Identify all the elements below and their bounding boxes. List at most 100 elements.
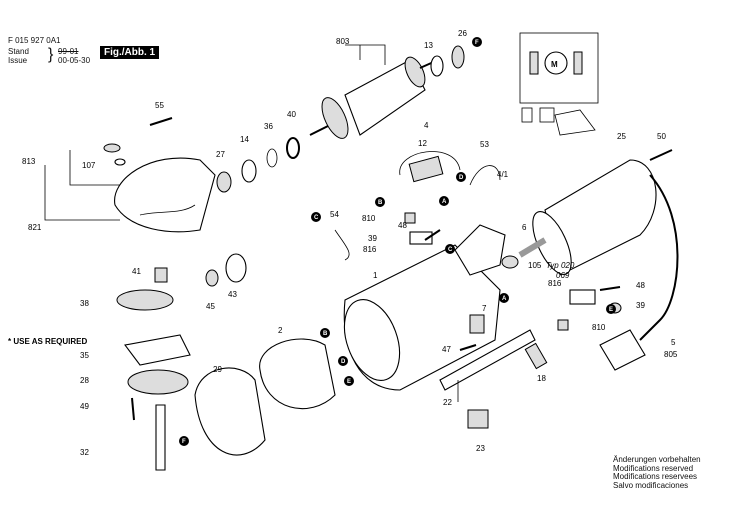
- spindle-32: [155, 404, 166, 471]
- gasket-35: [124, 334, 191, 366]
- part-label: 39: [636, 301, 645, 310]
- part-label: 069: [556, 271, 570, 280]
- note-line: Salvo modificaciones: [613, 480, 689, 490]
- stand-label: Stand: [8, 47, 29, 56]
- part-label: 26: [458, 29, 467, 38]
- part-label: 107: [82, 161, 96, 170]
- part-label: 47: [442, 345, 451, 354]
- part-label: 40: [287, 110, 296, 119]
- part-label: 28: [80, 376, 89, 385]
- part-label: 810: [592, 323, 606, 332]
- part-label: 803: [336, 37, 350, 46]
- connector-marker: F: [475, 40, 479, 46]
- bracket-816-a: [409, 231, 433, 245]
- connector-marker: C: [448, 247, 453, 253]
- part-label: 54: [330, 210, 339, 219]
- part-label: 810: [362, 214, 376, 223]
- part-label: 805: [664, 350, 678, 359]
- connector-marker: E: [609, 307, 613, 313]
- connector-markers: F B C D A C B D E F A E: [179, 37, 616, 446]
- screw-48-b: [599, 286, 621, 291]
- part-label: 813: [22, 157, 36, 166]
- switch-rod-22: [439, 329, 536, 391]
- handle-housing-25: [544, 159, 657, 276]
- bearing-27: [216, 171, 232, 193]
- issue-label: Issue: [8, 56, 28, 65]
- part-label: 29: [213, 365, 222, 374]
- issue-date: 00-05-30: [58, 56, 91, 65]
- figure-label: Fig./Abb. 1: [100, 46, 160, 59]
- part-label: 35: [80, 351, 89, 360]
- part-label: 4/1: [497, 170, 509, 179]
- part-label: 50: [657, 132, 666, 141]
- flange-28: [127, 369, 189, 395]
- part-label: 38: [80, 299, 89, 308]
- part-label: 6: [522, 223, 527, 232]
- cord-805: [639, 174, 679, 341]
- connector-marker: C: [314, 215, 319, 221]
- brush-holder-816-b: [569, 289, 596, 305]
- part-label: 27: [216, 150, 225, 159]
- part-label: 25: [617, 132, 626, 141]
- guard-29: [194, 367, 266, 456]
- part-label: 816: [548, 279, 562, 288]
- note-line: Änderungen vorbehalten: [613, 455, 701, 464]
- part-label: 1: [373, 271, 378, 280]
- cable-guard-6: [518, 237, 547, 258]
- armature: [309, 44, 439, 139]
- part-label: 39: [368, 234, 377, 243]
- part-7: [469, 314, 485, 334]
- nut-41: [154, 267, 168, 283]
- part-label: 49: [80, 402, 89, 411]
- part-label: 45: [206, 302, 215, 311]
- stator-2: [259, 338, 336, 410]
- part-label: 13: [424, 41, 433, 50]
- connector-marker: F: [182, 439, 186, 445]
- part-label: 821: [28, 223, 42, 232]
- bevel-gear-38: [116, 289, 174, 311]
- part-label: 32: [80, 448, 89, 457]
- button-813: [103, 143, 121, 153]
- part-label: 53: [480, 140, 489, 149]
- part-label: 48: [398, 221, 407, 230]
- part-810-a: [404, 212, 416, 224]
- brush-810-b: [557, 319, 569, 331]
- part-label: 36: [264, 122, 273, 131]
- part-label: 14: [240, 135, 249, 144]
- motor-schematic: M: [519, 32, 599, 136]
- connector-marker: B: [323, 331, 328, 337]
- part-label: 105: [528, 261, 542, 270]
- connector-marker: B: [378, 200, 383, 206]
- pinion-43: [225, 253, 247, 283]
- part-label: 12: [418, 139, 427, 148]
- screw-47: [459, 344, 477, 351]
- screw-50: [649, 149, 673, 161]
- bearing-14: [241, 159, 257, 183]
- part-labels: 803 13 26 55 813 107 821 27 14 36 40 4 1…: [8, 29, 678, 457]
- connector-marker: A: [502, 296, 507, 302]
- part-label: 23: [476, 444, 485, 453]
- part-label: 43: [228, 290, 237, 299]
- connector-marker: A: [442, 199, 447, 205]
- brace: }: [48, 46, 54, 63]
- part-label: 55: [155, 101, 164, 110]
- stand-date: 99-01: [58, 47, 79, 56]
- part-label: 816: [363, 245, 377, 254]
- plug: [599, 329, 646, 371]
- note-line: Modifications reservees: [613, 472, 698, 481]
- part-label: 22: [443, 398, 452, 407]
- revision-notes: Änderungen vorbehalten Modifications res…: [613, 455, 701, 490]
- part-45: [205, 269, 219, 287]
- note-line: Modifications reserved: [613, 463, 694, 473]
- part-label: 4: [424, 121, 429, 130]
- connector-marker: E: [347, 379, 351, 385]
- ring-40: [286, 137, 300, 159]
- grommet-105: [501, 255, 519, 269]
- connector-marker: D: [459, 175, 464, 181]
- switch-4-1: [454, 224, 506, 276]
- screw-49: [131, 397, 135, 421]
- part-label: 7: [482, 304, 487, 313]
- doc-number: F 015 927 0A1: [8, 36, 61, 45]
